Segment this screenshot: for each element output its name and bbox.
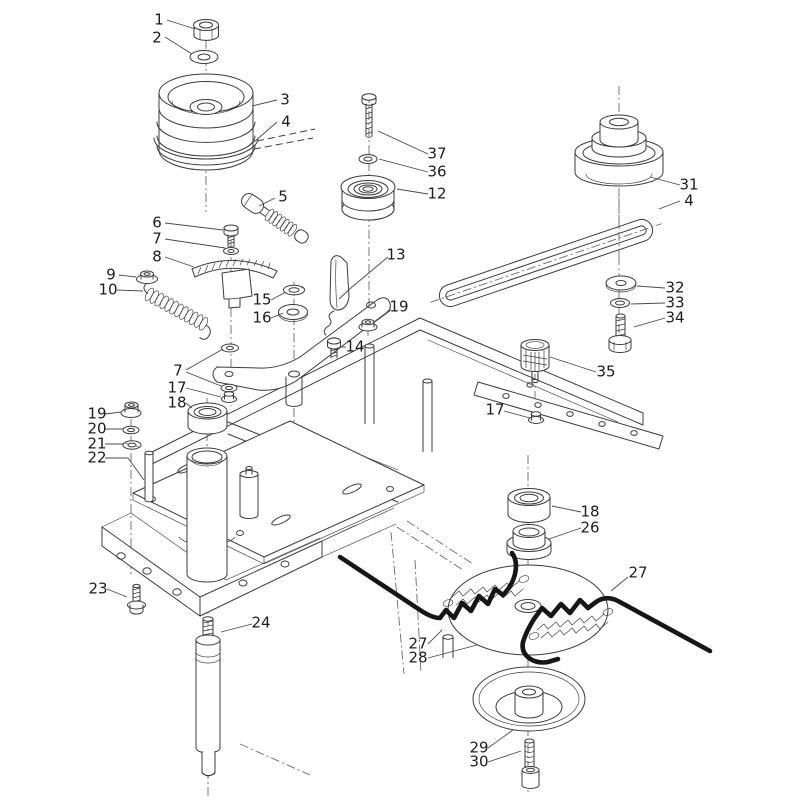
- pulley-nut-1: [193, 19, 219, 41]
- hex-bolt-34: [608, 313, 632, 353]
- bearing-housing-26: [506, 524, 552, 560]
- callout-labels: 1 2 3 4 5 6 7 8 9 10 37 36 12 13 15 16 1…: [87, 11, 698, 771]
- callout-34: 34: [665, 309, 684, 327]
- spindle-pulley-31: [574, 114, 664, 187]
- arm-spring-wire: [323, 310, 335, 336]
- flange-nut-17-right: [528, 411, 544, 424]
- callout-36: 36: [427, 163, 446, 181]
- washer-20: [122, 425, 140, 435]
- callout-7b: 7: [173, 362, 183, 380]
- callout-32: 32: [665, 279, 684, 297]
- flange-nut-17-left: [221, 391, 237, 403]
- pulley-washer-2: [189, 50, 219, 64]
- blade-bowl-29: [472, 666, 586, 732]
- standoff-post-2: [422, 378, 433, 452]
- standoff-post-3: [442, 634, 454, 658]
- callout-5: 5: [278, 188, 288, 206]
- callout-8: 8: [152, 248, 162, 266]
- arm-grip: [329, 255, 350, 311]
- callout-18a: 18: [167, 394, 186, 412]
- serrated-blade-right: [528, 608, 614, 640]
- belt-washer-32: [605, 275, 637, 293]
- brake-pad-8: [191, 258, 278, 309]
- idler-arm-13: [212, 255, 391, 407]
- lock-washer-33: [610, 298, 630, 308]
- spindle-shaft-24: [195, 616, 221, 777]
- idler-washer-36: [358, 154, 378, 164]
- callout-15: 15: [252, 291, 271, 309]
- callout-33: 33: [665, 294, 684, 312]
- callout-16: 16: [252, 309, 271, 327]
- callout-28: 28: [408, 649, 427, 667]
- guide-pin-22: [144, 450, 154, 503]
- callout-21: 21: [87, 435, 106, 453]
- callout-26: 26: [580, 519, 599, 537]
- callout-18b: 18: [580, 503, 599, 521]
- bearing-18-left: [187, 402, 228, 435]
- callout-30: 30: [469, 753, 488, 771]
- frame-bolt-23: [127, 583, 146, 615]
- mount-post: [239, 466, 259, 519]
- spindle-housing: [186, 447, 228, 583]
- callout-37: 37: [427, 145, 446, 163]
- roller-35: [520, 339, 550, 384]
- bearing-18-right: [507, 488, 551, 523]
- serrated-blade-left: [442, 575, 530, 607]
- callout-19a: 19: [389, 298, 408, 316]
- washer-7b: [220, 383, 238, 393]
- callout-13: 13: [386, 246, 405, 264]
- callout-14: 14: [345, 338, 364, 356]
- flange-nut-19-left: [120, 401, 142, 418]
- arm-bolt-14: [327, 337, 341, 359]
- washer-7a: [221, 343, 239, 353]
- lock-washer-15: [283, 284, 306, 296]
- callout-17a: 17: [485, 401, 504, 419]
- callout-10: 10: [98, 281, 117, 299]
- callout-27b: 27: [408, 635, 427, 653]
- flat-washer-7-top: [223, 247, 239, 255]
- frame-end-bracket: [473, 381, 664, 450]
- belt-loop-4: [430, 198, 662, 308]
- callout-3: 3: [280, 91, 290, 109]
- callout-24: 24: [251, 614, 270, 632]
- idler-pulley-12: [340, 175, 396, 221]
- cable-spring-5: [241, 192, 309, 244]
- callout-6: 6: [152, 214, 162, 232]
- spacer-16: [278, 304, 308, 322]
- callout-1: 1: [154, 11, 164, 29]
- idler-bolt-37: [361, 93, 377, 138]
- extension-spring-10: [143, 283, 211, 340]
- engine-plate: [132, 420, 425, 565]
- lock-washer-21: [122, 440, 142, 450]
- callout-4a: 4: [281, 113, 291, 131]
- standoff-post: [364, 343, 375, 424]
- leader-lines: [104, 19, 681, 763]
- callout-22: 22: [87, 449, 106, 467]
- trimmer-line-left: [337, 550, 519, 621]
- trimmer-line-right: [520, 595, 713, 665]
- engine-pulley-3: [156, 73, 256, 171]
- callout-19b: 19: [87, 405, 106, 423]
- callout-31: 31: [679, 176, 698, 194]
- callout-17b: 17: [167, 379, 186, 397]
- pad-bracket: [221, 268, 253, 309]
- callout-23: 23: [88, 580, 107, 598]
- callout-35: 35: [596, 363, 615, 381]
- flange-nut-9: [136, 270, 158, 284]
- bowl-bolt-30: [521, 738, 540, 789]
- callout-27a: 27: [628, 564, 647, 582]
- callout-9: 9: [106, 266, 116, 284]
- callout-4b: 4: [684, 192, 694, 210]
- shoulder-bolt-6: [223, 224, 239, 248]
- callout-20: 20: [87, 420, 106, 438]
- callout-7a: 7: [152, 230, 162, 248]
- callout-29: 29: [469, 739, 488, 757]
- callout-12: 12: [427, 185, 446, 203]
- callout-2: 2: [152, 29, 162, 47]
- flange-nut-19-arm: [358, 318, 378, 332]
- drive-belt-4-left: [153, 128, 316, 166]
